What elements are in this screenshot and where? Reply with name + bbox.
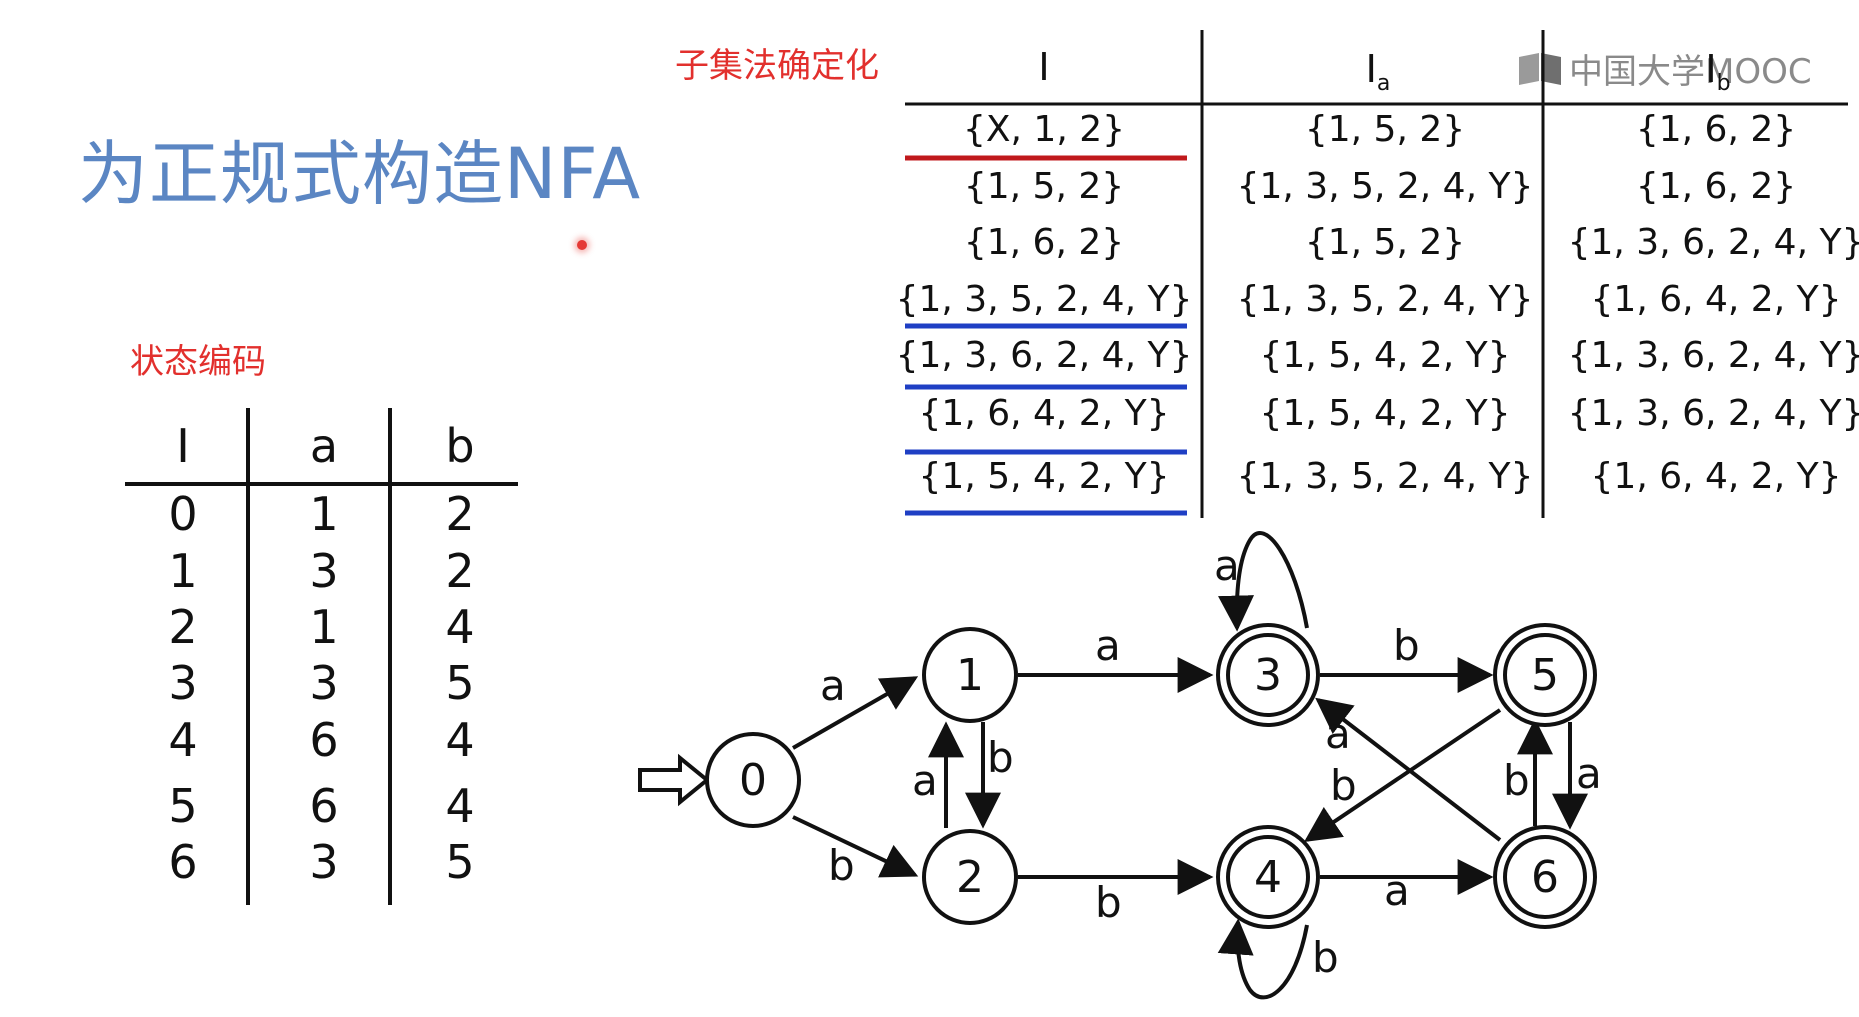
subset-header-Ib: Ib [1705,47,1730,96]
code-cell: 5 [445,656,474,710]
state-2-label: 2 [956,852,984,903]
edge-3-3-loop [1218,531,1309,632]
state-4-accepting: 4 [1216,825,1320,929]
code-cell: 5 [168,779,197,833]
subset-cell: {1, 6, 2} [1636,166,1796,207]
subset-header-Ib-sub: b [1717,71,1731,96]
edge-label-3-3: a [1214,541,1240,590]
subset-cell: {1, 6, 2} [964,222,1124,263]
edge-label-4-6: a [1384,866,1410,915]
code-cell: 5 [445,835,474,889]
state-4-label: 4 [1254,852,1282,903]
subset-cell: {1, 3, 6, 2, 4, Y} [1568,222,1859,263]
page-title: 为正规式构造NFA [78,133,642,215]
state-5-accepting: 5 [1493,623,1597,727]
subset-method-label: 子集法确定化 [675,46,879,86]
state-3-label: 3 [1254,650,1282,701]
code-cell: 3 [309,835,338,889]
pointer-dot [577,240,587,250]
edge-label-1-2: b [987,733,1014,782]
code-cell: 1 [309,600,338,654]
edge-label-1-3: a [1095,621,1121,670]
edge-0-2 [792,815,919,878]
code-header: b [445,419,474,473]
code-cell: 4 [168,713,197,767]
state-code-label: 状态编码 [130,342,266,382]
subset-header-Ia: Ia [1366,47,1391,96]
subset-cell: {1, 3, 6, 2, 4, Y} [1568,393,1859,434]
subset-cell: {1, 3, 5, 2, 4, Y} [1237,166,1534,207]
subset-header-Ib-base: I [1705,47,1716,91]
state-1-label: 1 [956,650,984,701]
edge-label-5-6: a [1576,749,1602,798]
code-cell: 2 [168,600,197,654]
subset-cell: {1, 6, 4, 2, Y} [919,393,1170,434]
subset-cell: {1, 6, 2} [1636,109,1796,150]
edge-label-3-5: b [1393,621,1420,670]
code-cell: 2 [445,544,474,598]
code-cell: 3 [309,656,338,710]
mooc-logo-icon [1517,51,1563,87]
code-cell: 4 [445,600,474,654]
code-cell: 4 [445,713,474,767]
code-cell: 6 [168,835,197,889]
edge-label-0-1: a [820,661,846,710]
edge-5-4 [1304,708,1502,843]
code-cell: 3 [168,656,197,710]
subset-cell: {1, 3, 5, 2, 4, Y} [896,279,1193,320]
code-header: I [176,419,190,473]
code-cell: 1 [168,544,197,598]
edge-label-5-4: b [1330,761,1357,810]
code-cell: 3 [309,544,338,598]
code-cell: 2 [445,487,474,541]
edge-label-0-2: b [828,841,855,890]
start-arrow [638,753,711,807]
subset-cell: {X, 1, 2} [963,109,1125,150]
edge-label-6-3: a [1325,709,1351,758]
state-0-label: 0 [739,755,767,806]
code-cell: 6 [309,779,338,833]
subset-header-I: I [1038,45,1049,89]
subset-cell: {1, 3, 5, 2, 4, Y} [1237,456,1534,497]
edge-4-4-loop [1217,918,1309,1000]
code-cell: 4 [445,779,474,833]
subset-cell: {1, 5, 2} [964,166,1124,207]
subset-cell: {1, 3, 5, 2, 4, Y} [1237,279,1534,320]
state-2: 2 [922,829,1018,925]
code-cell: 1 [309,487,338,541]
edge-6-3 [1315,697,1502,842]
subset-cell: {1, 5, 4, 2, Y} [1260,393,1511,434]
state-3-accepting: 3 [1216,623,1320,727]
subset-cell: {1, 3, 6, 2, 4, Y} [1568,335,1859,376]
subset-header-Ia-base: I [1366,47,1377,91]
subset-cell: {1, 6, 4, 2, Y} [1591,456,1842,497]
subset-cell: {1, 5, 2} [1305,109,1465,150]
subset-cell: {1, 5, 4, 2, Y} [919,456,1170,497]
state-6-accepting: 6 [1493,825,1597,929]
state-6-label: 6 [1531,852,1559,903]
subset-cell: {1, 5, 4, 2, Y} [1260,335,1511,376]
edge-label-2-4: b [1095,878,1122,927]
subset-header-Ia-sub: a [1377,71,1390,96]
mooc-logo-text: 中国大学MOOC [1569,52,1812,92]
state-5-label: 5 [1531,650,1559,701]
mooc-logo: 中国大学MOOC [1517,44,1812,93]
code-cell: 6 [309,713,338,767]
subset-cell: {1, 3, 6, 2, 4, Y} [896,335,1193,376]
edge-label-4-4: b [1312,933,1339,982]
subset-cell: {1, 5, 2} [1305,222,1465,263]
edge-0-1 [792,676,919,750]
subset-cell: {1, 6, 4, 2, Y} [1591,279,1842,320]
code-header: a [310,419,338,473]
state-1: 1 [922,627,1018,723]
state-0: 0 [705,732,801,828]
edge-label-6-5: b [1503,756,1530,805]
code-cell: 0 [168,487,197,541]
edge-label-2-1: a [912,756,938,805]
